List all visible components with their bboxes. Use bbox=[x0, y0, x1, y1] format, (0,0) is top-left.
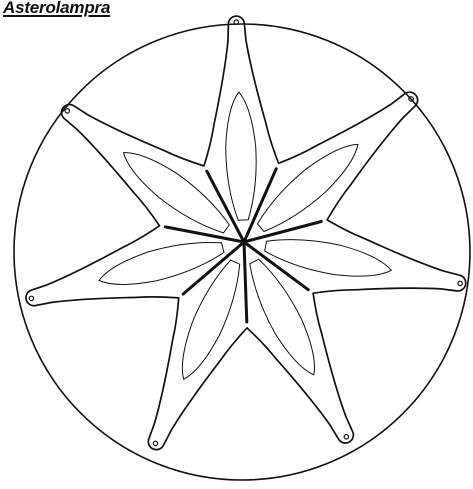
central-ray bbox=[207, 171, 244, 242]
arm-inner-loop bbox=[182, 260, 239, 379]
arm-tip-pore bbox=[29, 296, 33, 300]
arm-tip-pore bbox=[458, 281, 462, 285]
central-node bbox=[241, 239, 247, 245]
arm-tip-pore bbox=[153, 441, 157, 445]
valve-outline bbox=[14, 24, 470, 480]
arm-inner-loop bbox=[250, 259, 315, 375]
arm-inner-loop bbox=[99, 242, 224, 284]
central-ray bbox=[165, 227, 244, 242]
arm-inner-loop bbox=[124, 153, 230, 233]
central-rays-group bbox=[165, 169, 321, 322]
arm-inner-loop bbox=[258, 144, 358, 231]
arm-inner-loop bbox=[226, 92, 256, 220]
arm-tip-pore bbox=[65, 109, 69, 113]
central-ray bbox=[183, 242, 244, 294]
central-ray bbox=[244, 169, 276, 242]
central-ray bbox=[244, 222, 321, 243]
arm-tip-pore bbox=[344, 435, 348, 439]
central-ray bbox=[244, 242, 247, 322]
